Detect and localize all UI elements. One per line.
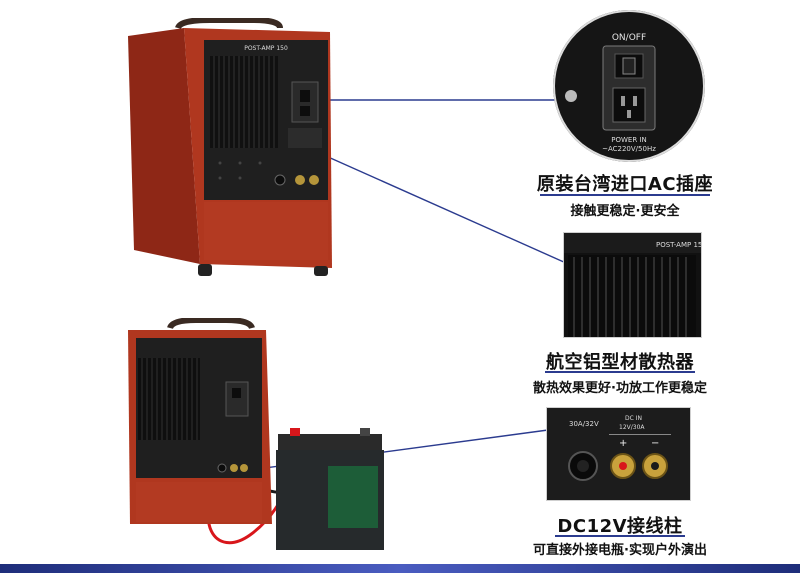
feature-title-ac: 原装台湾进口AC插座 — [536, 174, 714, 195]
feature-underline-heatsink — [545, 371, 695, 373]
ac-socket-detail: ON/OFF POWER IN ~AC220V/50Hz — [565, 33, 656, 153]
feature-subtitle-ac: 接触更稳定·更安全 — [570, 204, 680, 219]
amp-model-text: POST-AMP 150 — [244, 45, 288, 52]
car-battery — [276, 428, 384, 550]
feature-underline-dc — [555, 535, 685, 537]
plus-label: + — [619, 438, 627, 449]
minus-label: − — [651, 438, 659, 449]
feature-title-heatsink: 航空铝型材散热器 — [546, 352, 694, 373]
amplifier-rear-view: POST-AMP 150 — [128, 18, 332, 276]
dc-in-spec: 12V/30A — [619, 424, 645, 431]
power-in-spec: ~AC220V/50Hz — [602, 145, 656, 153]
dc-terminal-zoom: 30A/32V DC IN 12V/30A + − — [546, 407, 691, 501]
dc-in-label: DC IN — [625, 415, 642, 422]
bottom-accent-bar — [0, 564, 800, 573]
fuse-label: 30A/32V — [569, 420, 599, 428]
feature-underline-ac — [540, 194, 710, 196]
heatsink-model-label: POST-AMP 150 — [656, 241, 701, 249]
amplifier-with-battery — [128, 318, 272, 524]
power-in-label: POWER IN — [611, 136, 646, 144]
heatsink-fins — [210, 56, 278, 148]
ac-socket-zoom: ON/OFF POWER IN ~AC220V/50Hz — [553, 10, 705, 162]
feature-subtitle-heatsink: 散热效果更好·功放工作更稳定 — [533, 381, 707, 396]
on-off-label: ON/OFF — [612, 33, 646, 43]
feature-subtitle-dc: 可直接外接电瓶·实现户外演出 — [533, 543, 707, 558]
feature-title-dc: DC12V接线柱 — [557, 516, 683, 537]
heatsink-zoom: POST-AMP 150 — [563, 232, 702, 338]
